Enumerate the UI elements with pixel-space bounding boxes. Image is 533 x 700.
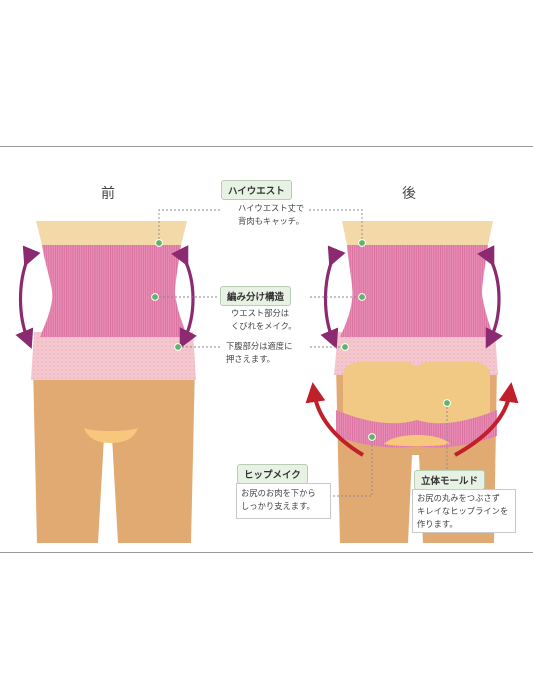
back-left-mold <box>343 362 420 428</box>
hip-make-box <box>236 483 331 519</box>
back-right-lift-arrow <box>454 382 519 457</box>
leader-lines <box>155 209 448 497</box>
mold-3d-note-line-1: お尻の丸みをつぶさず <box>417 493 500 503</box>
hip-make-tag: ヒップメイク <box>237 464 308 484</box>
front-torso-skin <box>36 221 187 245</box>
high-waist-note-line-1: ハイウエスト丈で <box>238 203 305 213</box>
front-figure <box>15 221 197 543</box>
back-hip-lift-band <box>336 410 497 448</box>
back-left-arrow <box>320 245 346 349</box>
knit-waist-note-line-1: ウエスト部分は <box>231 308 290 318</box>
markers <box>151 239 451 441</box>
mold-3d-tag: 立体モールド <box>414 470 486 490</box>
high-waist-note-line-2: 背肉もキャッチ。 <box>238 216 304 226</box>
hip-make-note-line-1: お尻のお肉を下から <box>241 488 316 498</box>
high-waist-tag: ハイウエスト <box>221 180 292 200</box>
back-heading: 後 <box>402 186 416 202</box>
back-gusset <box>384 435 450 446</box>
bottom-rule <box>0 552 533 553</box>
front-shorts <box>33 365 195 543</box>
hip-make-note-line-2: しっかり支えます。 <box>241 501 315 511</box>
back-figure <box>305 221 519 543</box>
front-gusset <box>84 428 138 443</box>
knit-waist-note-line-2: くびれをメイク。 <box>231 321 297 331</box>
front-right-arrow <box>171 245 197 349</box>
mold-3d-note-line-2: キレイなヒップラインを <box>417 506 509 516</box>
front-left-arrow <box>15 245 41 349</box>
front-heading: 前 <box>101 186 115 202</box>
mold-3d-box <box>412 489 516 533</box>
front-waist-band <box>40 245 187 337</box>
front-belly-band <box>31 332 196 380</box>
back-right-mold <box>414 362 490 428</box>
knit-structure-tag: 編み分け構造 <box>220 286 292 306</box>
mold-3d-note-line-3: 作ります。 <box>417 519 458 529</box>
back-left-lift-arrow <box>305 382 365 457</box>
back-waist-band <box>340 245 494 337</box>
knit-belly-note-line-2: 押さえます。 <box>226 354 275 364</box>
back-torso-skin <box>342 221 493 245</box>
knit-belly-note-line-1: 下腹部分は適度に <box>226 341 293 351</box>
back-right-arrow <box>477 245 503 349</box>
top-rule <box>0 146 533 147</box>
